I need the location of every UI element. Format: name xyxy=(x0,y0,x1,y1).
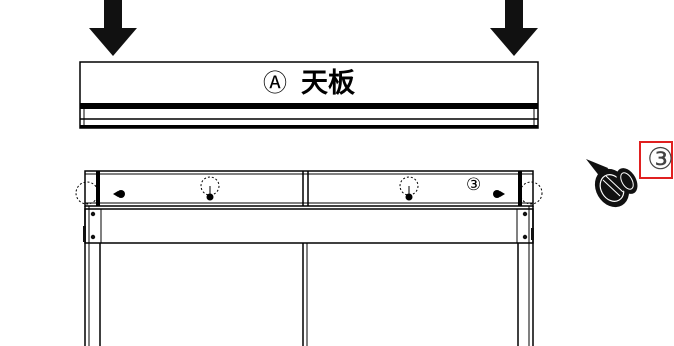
cam-lock-fitting-icon xyxy=(586,159,638,208)
bolt-heads xyxy=(113,190,505,198)
top-panel-board xyxy=(79,61,539,129)
hardware-marker-label: ③ xyxy=(466,175,482,195)
beam-screws xyxy=(83,211,534,242)
cabinet-frame xyxy=(84,170,534,346)
part-callout-box: ③ xyxy=(639,141,674,179)
arrow-down-right-icon xyxy=(490,0,538,56)
arrow-down-left-icon xyxy=(89,0,137,56)
top-panel-label: Ⓐ 天板 xyxy=(80,62,538,104)
top-panel-name: 天板 xyxy=(301,67,355,99)
corner-guide-circles xyxy=(75,181,543,205)
cam-lock-holes xyxy=(200,176,419,201)
top-panel-marker: Ⓐ xyxy=(263,69,287,97)
